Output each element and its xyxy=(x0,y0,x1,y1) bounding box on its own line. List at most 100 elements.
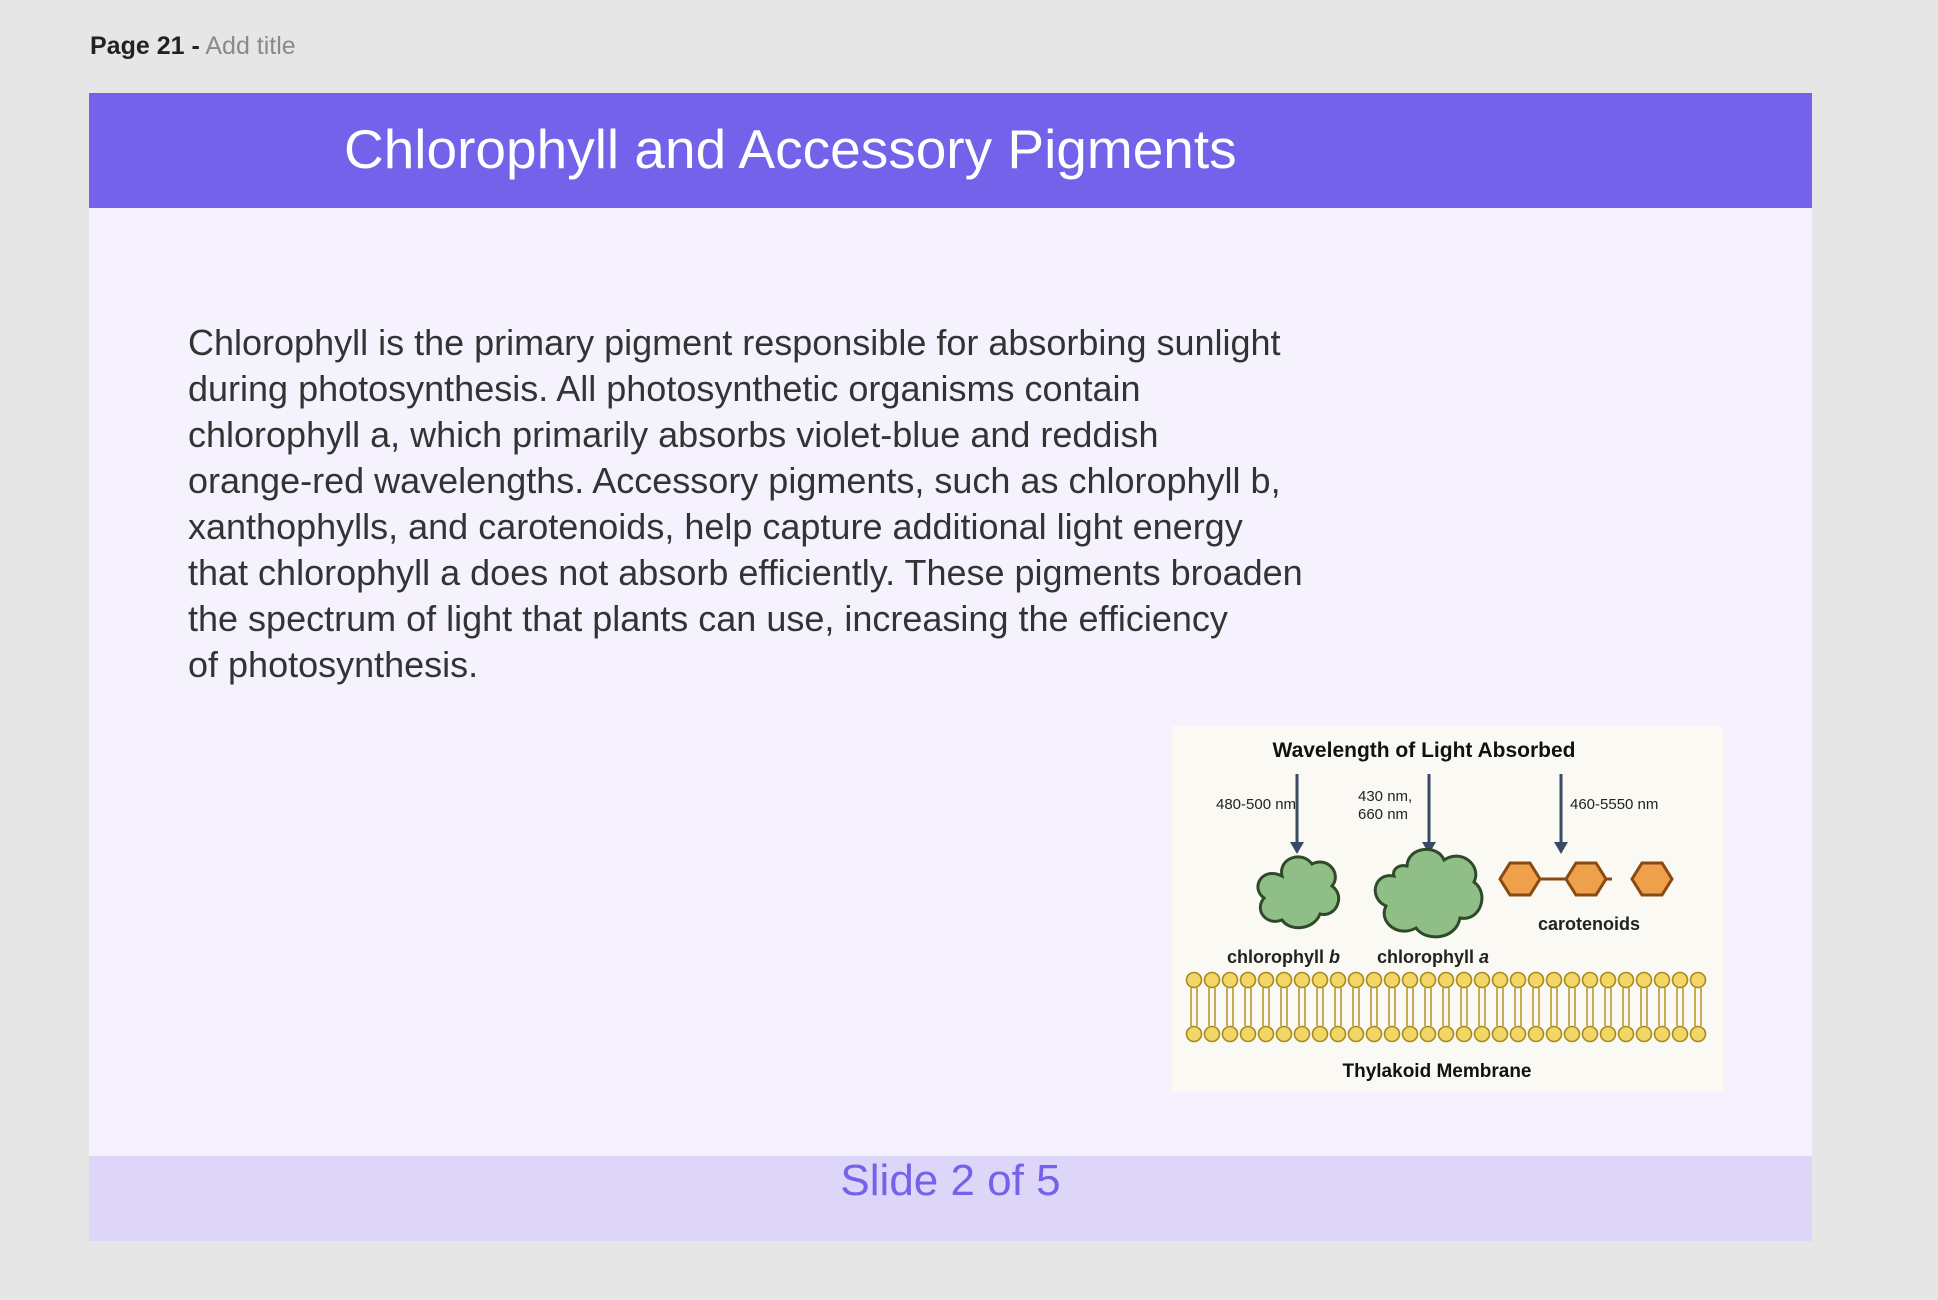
lipid-head xyxy=(1581,1025,1599,1043)
chlorophyll-b-molecule xyxy=(1256,855,1341,930)
lipid-head xyxy=(1347,1025,1365,1043)
slide-body-text[interactable]: Chlorophyll is the primary pigment respo… xyxy=(188,320,1338,688)
lipid-head xyxy=(1437,971,1455,989)
chlorophyll-a-molecule xyxy=(1373,847,1484,939)
body-line: Chlorophyll is the primary pigment respo… xyxy=(188,322,1281,363)
lipid-head xyxy=(1419,971,1437,989)
slide-canvas[interactable]: Chlorophyll and Accessory Pigments Chlor… xyxy=(89,93,1812,1241)
chl-a-label: chlorophyll xyxy=(1377,947,1474,967)
lipid-head xyxy=(1239,971,1257,989)
lipid-head xyxy=(1689,971,1707,989)
arrow-chl-b-head xyxy=(1290,842,1304,854)
lipid-head xyxy=(1365,1025,1383,1043)
lipid-head xyxy=(1185,971,1203,989)
lipid-head xyxy=(1293,971,1311,989)
lipid-head xyxy=(1653,1025,1671,1043)
lipid-head xyxy=(1221,971,1239,989)
lipid-head xyxy=(1563,971,1581,989)
body-line: during photosynthesis. All photosyntheti… xyxy=(188,368,1141,409)
lipid-head xyxy=(1257,1025,1275,1043)
lipid-head xyxy=(1473,971,1491,989)
slide-header: Chlorophyll and Accessory Pigments xyxy=(89,93,1812,208)
add-title-placeholder[interactable]: Add title xyxy=(205,32,296,60)
lipid-head xyxy=(1473,1025,1491,1043)
lipid-head xyxy=(1329,1025,1347,1043)
lipid-head xyxy=(1563,1025,1581,1043)
lipid-head xyxy=(1221,1025,1239,1043)
lipid-head xyxy=(1545,1025,1563,1043)
chl-b-label: chlorophyll xyxy=(1227,947,1324,967)
page-number: Page 21 - xyxy=(90,32,200,60)
lipid-head xyxy=(1203,1025,1221,1043)
lipid-head xyxy=(1635,1025,1653,1043)
body-line: that chlorophyll a does not absorb effic… xyxy=(188,552,1303,593)
lipid-head xyxy=(1275,971,1293,989)
lipid-head xyxy=(1419,1025,1437,1043)
lipid-head xyxy=(1671,971,1689,989)
lipid-head xyxy=(1401,971,1419,989)
body-line: orange-red wavelengths. Accessory pigmen… xyxy=(188,460,1281,501)
lipid-head xyxy=(1527,971,1545,989)
chl-b-range: 480-500 nm xyxy=(1216,796,1296,813)
lipid-head xyxy=(1329,971,1347,989)
lipid-head xyxy=(1347,971,1365,989)
lipid-head xyxy=(1401,1025,1419,1043)
body-line: of photosynthesis. xyxy=(188,644,479,685)
body-line: chlorophyll a, which primarily absorbs v… xyxy=(188,414,1159,455)
lipid-head xyxy=(1185,1025,1203,1043)
slide-counter: Slide 2 of 5 xyxy=(840,1156,1061,1205)
thylakoid-membrane xyxy=(1185,971,1707,1043)
carotenoid-label: carotenoids xyxy=(1538,914,1640,934)
carotenoid-range: 460-5550 nm xyxy=(1570,796,1658,813)
lipid-head xyxy=(1455,1025,1473,1043)
lipid-head xyxy=(1635,971,1653,989)
body-line: xanthophylls, and carotenoids, help capt… xyxy=(188,506,1243,547)
arrow-carotenoid-head xyxy=(1554,842,1568,854)
lipid-head xyxy=(1527,1025,1545,1043)
lipid-head xyxy=(1671,1025,1689,1043)
lipid-head xyxy=(1545,971,1563,989)
lipid-head xyxy=(1599,971,1617,989)
chl-b-letter: b xyxy=(1329,947,1340,967)
carotenoid-ring-1 xyxy=(1498,861,1542,897)
lipid-head xyxy=(1509,971,1527,989)
chl-a-letter: a xyxy=(1479,947,1489,967)
carotenoid-molecule xyxy=(1498,861,1674,897)
figure-title: Wavelength of Light Absorbed xyxy=(1273,739,1576,762)
page-label: Page 21 - Add title xyxy=(90,32,296,61)
lipid-head xyxy=(1437,1025,1455,1043)
lipid-head xyxy=(1311,1025,1329,1043)
figure-svg: Wavelength of Light Absorbed 480-500 nm … xyxy=(1185,739,1707,1082)
carotenoid-ring-3 xyxy=(1630,861,1674,897)
lipid-head xyxy=(1617,1025,1635,1043)
lipid-head xyxy=(1383,971,1401,989)
slide-title[interactable]: Chlorophyll and Accessory Pigments xyxy=(344,118,1237,180)
lipid-head xyxy=(1311,971,1329,989)
lipid-head xyxy=(1257,971,1275,989)
lipid-head xyxy=(1581,971,1599,989)
slide-footer: Slide 2 of 5 xyxy=(89,1156,1812,1241)
lipid-head xyxy=(1455,971,1473,989)
lipid-head xyxy=(1383,1025,1401,1043)
chl-a-range-1: 430 nm, xyxy=(1358,788,1412,805)
chl-a-range-2: 660 nm xyxy=(1358,806,1408,823)
lipid-head xyxy=(1365,971,1383,989)
lipid-head xyxy=(1203,971,1221,989)
lipid-head xyxy=(1509,1025,1527,1043)
pigment-absorption-figure[interactable]: Wavelength of Light Absorbed 480-500 nm … xyxy=(1172,726,1723,1092)
lipid-head xyxy=(1653,971,1671,989)
body-line: the spectrum of light that plants can us… xyxy=(188,598,1228,639)
lipid-head xyxy=(1293,1025,1311,1043)
membrane-label: Thylakoid Membrane xyxy=(1343,1061,1532,1082)
carotenoid-ring-2 xyxy=(1564,861,1608,897)
lipid-head xyxy=(1491,971,1509,989)
svg-text:chlorophyll b: chlorophyll b xyxy=(1227,947,1340,967)
lipid-head xyxy=(1599,1025,1617,1043)
lipid-head xyxy=(1239,1025,1257,1043)
lipid-head xyxy=(1689,1025,1707,1043)
lipid-head xyxy=(1617,971,1635,989)
arrow-group xyxy=(1290,774,1568,854)
lipid-head xyxy=(1275,1025,1293,1043)
lipid-head xyxy=(1491,1025,1509,1043)
svg-text:chlorophyll a: chlorophyll a xyxy=(1377,947,1489,967)
